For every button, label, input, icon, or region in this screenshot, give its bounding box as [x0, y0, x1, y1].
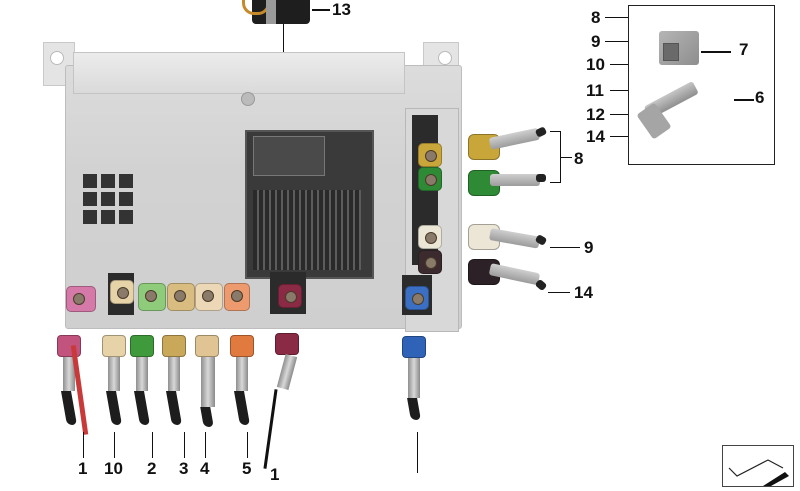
leader-8-side [560, 157, 572, 158]
cable-3-tan [162, 335, 188, 425]
callout-10: 10 [104, 459, 123, 478]
leader-14-list [610, 136, 628, 137]
socket-pins [253, 190, 361, 270]
screw-hole [241, 92, 255, 106]
part-7-housing [659, 31, 699, 65]
cable-1-bordeaux [263, 333, 301, 469]
port-orange [224, 283, 250, 311]
plug-8-yellow [468, 126, 548, 160]
bracket-8-top [550, 131, 560, 132]
plug-9-white [468, 220, 548, 250]
callout-13: 13 [332, 0, 351, 19]
plug-8-green [468, 166, 548, 196]
callout-12-list: 12 [586, 105, 605, 124]
port-pink [66, 286, 96, 312]
head-unit [43, 40, 462, 332]
logo-icon [728, 459, 789, 486]
cable-2-green [130, 335, 156, 425]
leader-9-side [550, 247, 580, 248]
callout-9-list: 9 [591, 32, 601, 51]
cable-1-blue [402, 336, 428, 420]
cable-bordeaux-wire [263, 389, 278, 469]
harness-latch [266, 0, 276, 24]
leader-2 [152, 432, 153, 458]
callout-11-list: 11 [586, 81, 604, 100]
callout-14-side: 14 [574, 283, 593, 302]
inset-box: 7 6 [628, 5, 775, 165]
leader-13-horizontal [312, 9, 330, 11]
port-blue [405, 286, 429, 310]
cable-4-cream [195, 335, 221, 427]
leader-3 [184, 432, 185, 458]
leader-1 [83, 432, 84, 458]
diagram-logo [722, 445, 794, 487]
mount-hole-left [50, 51, 64, 65]
callout-6: 6 [755, 88, 765, 107]
leader-4 [205, 432, 206, 458]
callout-9-side: 9 [584, 238, 594, 257]
port-green [138, 283, 166, 311]
plug-14-brown [468, 255, 548, 292]
housing-top [73, 52, 405, 94]
leader-10 [114, 432, 115, 458]
port-tan [167, 283, 195, 311]
leader-6 [734, 99, 754, 101]
callout-1-bordeaux: 1 [270, 465, 280, 484]
leader-14-side [548, 292, 570, 293]
port-brown [418, 250, 442, 274]
leader-7 [701, 51, 731, 53]
callout-10-list: 10 [586, 55, 605, 74]
leader-1-blue [417, 432, 418, 473]
leader-11-list [610, 90, 628, 91]
leader-8-list [605, 17, 628, 18]
port-cream [195, 283, 223, 311]
bracket-8-bottom [550, 182, 560, 183]
leader-12-list [610, 114, 628, 115]
main-socket [245, 130, 374, 279]
mount-hole-right [438, 51, 452, 65]
cable-1-pink [57, 335, 89, 435]
callout-7: 7 [739, 40, 749, 59]
vent-grid [83, 174, 133, 224]
callout-14-list: 14 [586, 127, 605, 146]
port-beige [110, 280, 134, 304]
callout-2: 2 [147, 459, 157, 478]
callout-8-list: 8 [591, 8, 601, 27]
part-7-opening [663, 43, 679, 61]
cable-5-orange [230, 335, 256, 425]
port-yellow [418, 143, 442, 167]
port-white [418, 225, 442, 249]
leader-9-list [605, 41, 628, 42]
port-dark-green [418, 167, 442, 191]
callout-8-side: 8 [574, 149, 584, 168]
callout-5: 5 [242, 459, 252, 478]
socket-13-slot [253, 136, 325, 176]
leader-5 [247, 432, 248, 458]
callout-3: 3 [179, 459, 189, 478]
cable-10-beige [102, 335, 128, 425]
callout-1: 1 [78, 459, 88, 478]
port-bordeaux [278, 284, 302, 308]
harness-connector-13 [242, 0, 310, 24]
callout-4: 4 [200, 459, 210, 478]
leader-10-list [610, 64, 628, 65]
